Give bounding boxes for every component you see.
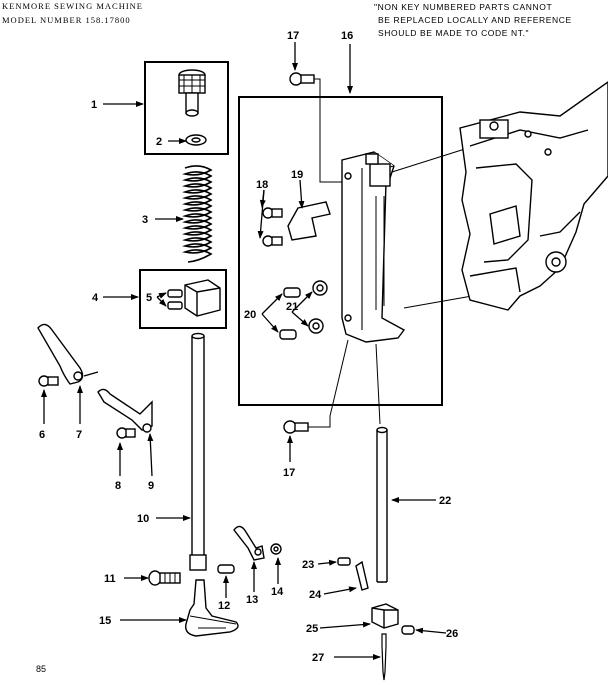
callout-20: 20: [244, 309, 256, 321]
screws-20-icon: [279, 287, 301, 340]
callout-10: 10: [137, 513, 149, 525]
callout-6: 6: [39, 429, 45, 441]
header-model: MODEL NUMBER 158.17800: [2, 15, 131, 25]
note-line-3: SHOULD BE MADE TO CODE NT.": [378, 28, 530, 38]
screw-23-icon: [337, 557, 351, 566]
screws-18-icon: [262, 207, 283, 247]
screw-8-icon: [116, 427, 136, 439]
needle-bar-icon: [376, 426, 388, 583]
callout-14: 14: [271, 586, 284, 598]
callout-16: 16: [341, 30, 353, 42]
note-line-2: BE REPLACED LOCALLY AND REFERENCE: [378, 15, 572, 25]
callout-1: 1: [91, 99, 97, 111]
callout-2: 2: [156, 136, 162, 148]
screw-12-icon: [217, 564, 235, 574]
callout-8: 8: [115, 480, 121, 492]
lifter-lever-icon: [37, 323, 99, 385]
callout-13: 13: [246, 594, 258, 606]
outline-box-group-1: [144, 61, 229, 155]
note-line-1: "NON KEY NUMBERED PARTS CANNOT: [374, 2, 553, 12]
nuts-21-icon: [308, 280, 328, 334]
callout-5: 5: [146, 292, 152, 304]
callout-17-bottom: 17: [283, 467, 295, 479]
callout-22: 22: [439, 495, 451, 507]
outline-box-group-4: [139, 269, 227, 329]
screw-6-icon: [38, 375, 59, 387]
callout-21: 21: [286, 301, 298, 313]
callout-arrows: [41, 42, 447, 660]
spring-icon: [182, 165, 213, 263]
callout-labels: 1 2 3 4 5 6 7 8 9 10 11 12 13 14 15 16 1…: [39, 30, 458, 664]
callout-19: 19: [291, 169, 303, 181]
callout-26: 26: [446, 628, 458, 640]
outline-box-group-16: [238, 96, 443, 406]
callout-25: 25: [306, 623, 318, 635]
screw-26-icon: [401, 625, 415, 635]
pressure-knob-icon: [178, 69, 206, 117]
callout-27: 27: [312, 652, 324, 664]
header-brand: KENMORE SEWING MACHINE: [2, 1, 143, 11]
presser-bar-guide-icon: [167, 279, 221, 317]
presser-foot-icon: [185, 579, 239, 637]
thread-guide-lever-icon: [233, 525, 265, 561]
callout-17-top: 17: [287, 30, 299, 42]
lifter-link-icon: [97, 388, 153, 433]
callout-15: 15: [99, 615, 111, 627]
callout-4: 4: [92, 292, 99, 304]
screw-17-top-icon: [289, 72, 315, 86]
nut-14-icon: [270, 543, 282, 555]
callout-12: 12: [218, 600, 230, 612]
callout-24: 24: [309, 589, 322, 601]
thread-guide-24-icon: [355, 560, 369, 591]
callout-7: 7: [76, 429, 82, 441]
screw-17-bottom-icon: [283, 420, 309, 434]
thumb-screw-icon: [148, 570, 181, 586]
washer-icon: [185, 134, 207, 146]
needle-clamp-icon: [371, 603, 399, 629]
callout-23: 23: [302, 559, 314, 571]
presser-bar-icon: [189, 332, 207, 571]
needle-icon: [381, 633, 387, 681]
callout-18: 18: [256, 179, 268, 191]
needle-bar-frame-icon: [341, 151, 406, 343]
bracket-19-icon: [287, 201, 331, 241]
machine-head-casting-icon: [459, 81, 608, 311]
callout-11: 11: [104, 573, 116, 585]
callout-9: 9: [148, 480, 154, 492]
assembly-leader-lines: [308, 78, 473, 428]
page-number: 85: [36, 664, 47, 674]
callout-3: 3: [142, 214, 148, 226]
